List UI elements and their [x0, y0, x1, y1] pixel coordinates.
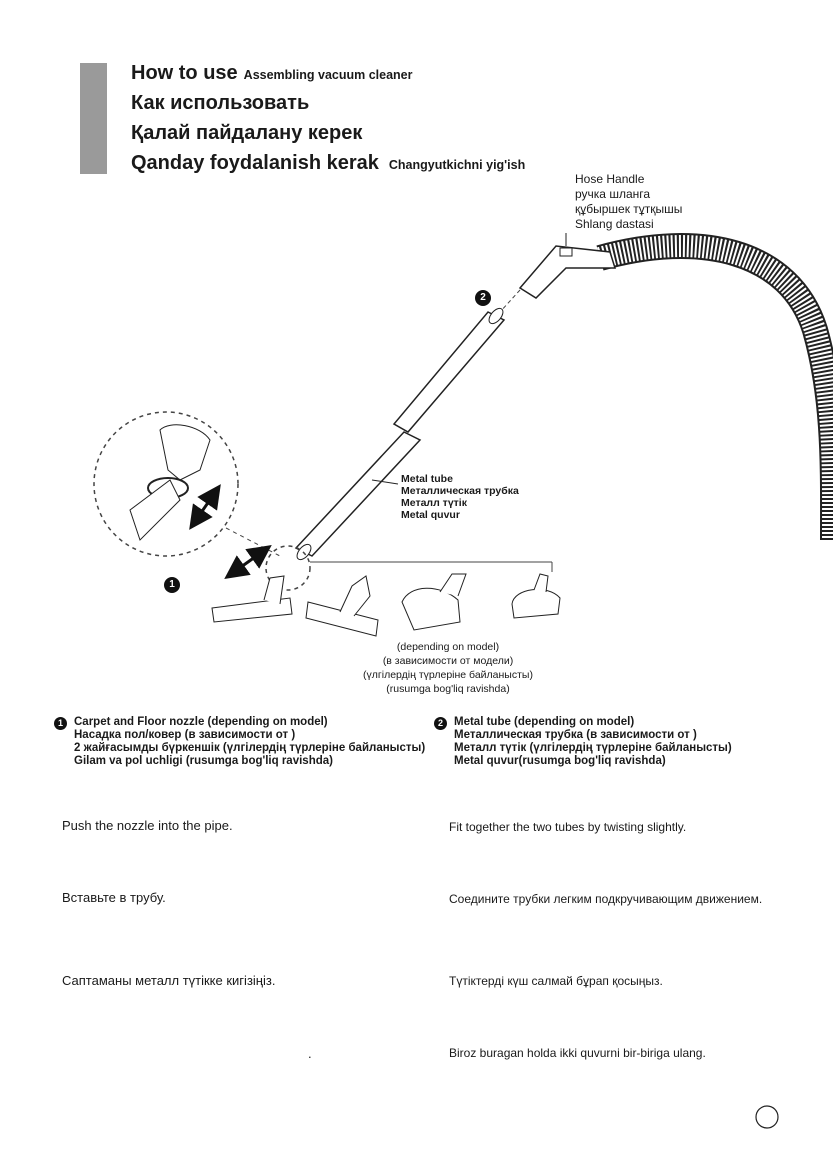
legend-1: 1 Carpet and Floor nozzle (depending on …	[54, 716, 425, 768]
instruction-left-uz: .	[308, 1046, 312, 1061]
page-number-circle	[755, 1105, 779, 1129]
hose-handle-button	[559, 247, 573, 257]
hose-handle-label: Hose Handle ручка шланга құбыршек тұтқыш…	[575, 172, 683, 231]
metal-tube-label: Metal tube Металлическая трубка Металл т…	[401, 473, 519, 521]
instruction-right-en: Fit together the two tubes by twisting s…	[449, 820, 687, 834]
upper-tube	[392, 311, 506, 433]
header-accent-bar	[80, 63, 107, 174]
subtitle-uz: Changyutkichni yig'ish	[388, 158, 526, 172]
step-marker-1: 1	[164, 576, 180, 594]
depending-on-model-note: (depending on model) (в зависимости от м…	[363, 641, 533, 695]
legend-2-badge: 2	[434, 717, 447, 730]
instruction-right-kk: Түтіктерді күш салмай бұрап қосыңыз.	[449, 974, 663, 988]
instruction-right-uz: Biroz buragan holda ikki quvurni bir-bir…	[449, 1046, 706, 1060]
lower-tube	[294, 431, 422, 557]
instruction-right-ru: Соедините трубки легким подкручивающим д…	[449, 892, 763, 906]
subtitle-en: Assembling vacuum cleaner	[243, 68, 413, 82]
legend-2: 2 Metal tube (depending on model) Металл…	[434, 716, 732, 768]
hose-handle	[518, 245, 617, 299]
instruction-left-ru: Вставьте в трубу.	[62, 890, 166, 905]
nozzle-carpet-floor	[211, 597, 293, 623]
legend-1-badge: 1	[54, 717, 67, 730]
zoom-callout	[93, 411, 239, 557]
title-ru: Как использовать	[131, 92, 310, 114]
nozzle-turbo	[401, 587, 461, 631]
nozzle-compact	[511, 588, 561, 619]
title-kk: Қалай пайдалану керек	[131, 122, 363, 144]
instruction-left-en: Push the nozzle into the pipe.	[62, 818, 233, 833]
step-marker-2: 2	[475, 289, 491, 307]
instruction-left-kk: Саптаманы металл түтікке кигізіңіз.	[62, 973, 276, 988]
